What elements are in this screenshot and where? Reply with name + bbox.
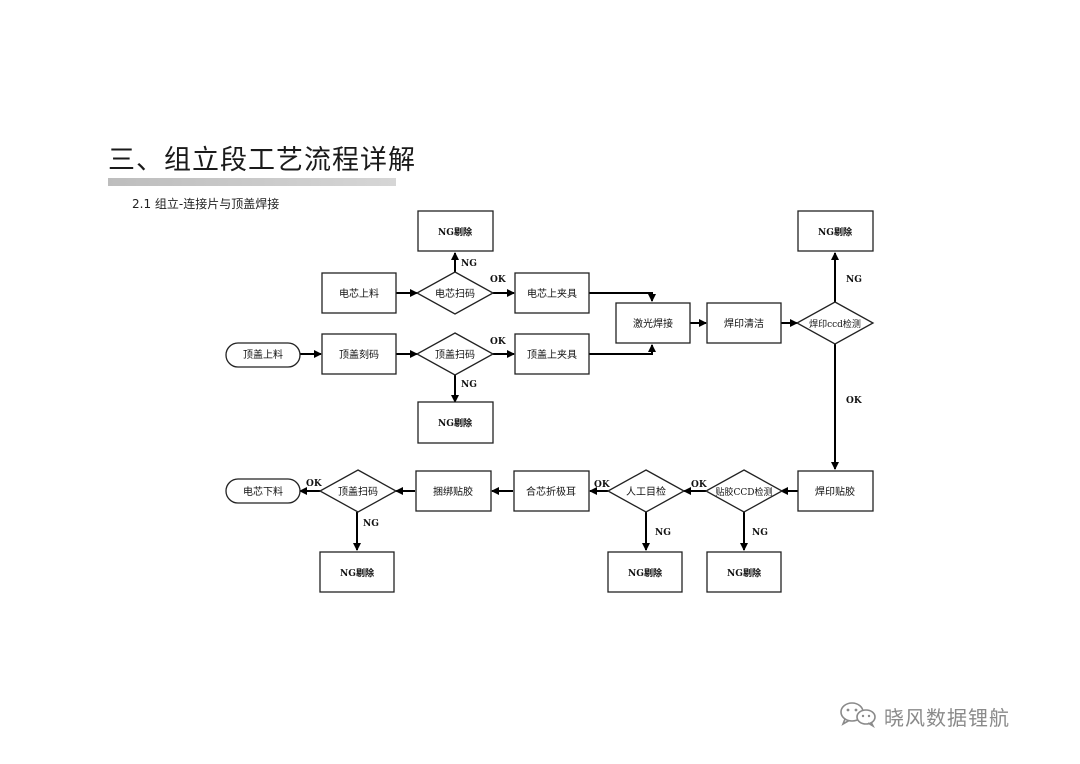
process-box-bind-tape bbox=[415, 470, 492, 512]
edge-cell-fixture-to-laser bbox=[589, 292, 656, 302]
node-label: 焊印ccd检测 bbox=[809, 318, 861, 330]
flow-connectors bbox=[299, 252, 839, 551]
node-label: 电芯上料 bbox=[339, 287, 379, 300]
edge-labels: OK NG OK NG NG OK OK OK OK NG NG NG bbox=[306, 259, 863, 538]
node-label: NG剔除 bbox=[340, 567, 375, 579]
node-label: 贴胶CCD检测 bbox=[716, 486, 773, 498]
decision-tape-ccd bbox=[704, 469, 784, 513]
terminal-cell-unload bbox=[225, 478, 301, 504]
edge-cap-fixture-to-laser bbox=[589, 344, 656, 355]
terminal-cap-load bbox=[225, 342, 301, 368]
decision-cell-scan bbox=[415, 271, 495, 315]
process-box-cap-engrave bbox=[321, 333, 397, 375]
node-label: 顶盖扫码 bbox=[338, 485, 378, 498]
node-label: NG剔除 bbox=[438, 226, 473, 238]
node-label: 电芯扫码 bbox=[435, 287, 475, 300]
process-box-weld-tape bbox=[797, 470, 874, 512]
process-box-cap-fixture bbox=[514, 333, 590, 375]
decision-manual-check bbox=[606, 469, 686, 513]
decision-cap-scan2 bbox=[318, 469, 398, 513]
node-label: 电芯下料 bbox=[243, 485, 283, 498]
process-box-weld-clean bbox=[706, 302, 782, 344]
node-label: NG剔除 bbox=[727, 567, 762, 579]
flow-node-shapes bbox=[225, 210, 875, 593]
process-box-fold-tab bbox=[513, 470, 590, 512]
title-underline-bar bbox=[108, 178, 396, 186]
section-subtitle: 2.1 组立-连接片与顶盖焊接 bbox=[132, 197, 280, 211]
wechat-icon bbox=[838, 700, 878, 732]
ng-reject-box bbox=[417, 210, 494, 252]
account-watermark: 晓风数据锂航 bbox=[838, 700, 1010, 732]
ng-reject-box bbox=[417, 401, 494, 444]
decision-weld-ccd bbox=[795, 301, 875, 345]
node-label: NG剔除 bbox=[818, 226, 853, 238]
edge-label-ng: NG bbox=[363, 519, 379, 529]
node-label: 焊印贴胶 bbox=[815, 485, 855, 498]
node-label: 合芯折极耳 bbox=[526, 485, 576, 498]
decision-cap-scan bbox=[415, 332, 495, 376]
node-label: 人工目检 bbox=[626, 485, 666, 498]
edge-label-ng: NG bbox=[461, 259, 477, 269]
page-title: 三、组立段工艺流程详解 bbox=[108, 145, 416, 176]
watermark-text: 晓风数据锂航 bbox=[884, 705, 1010, 730]
edge-label-ok: OK bbox=[306, 479, 323, 489]
process-box-laser-weld bbox=[615, 302, 691, 344]
ng-reject-box bbox=[706, 551, 782, 593]
node-label: 激光焊接 bbox=[633, 317, 673, 330]
edge-label-ng: NG bbox=[655, 528, 671, 538]
node-label: 顶盖上料 bbox=[243, 348, 283, 361]
edge-label-ok: OK bbox=[691, 480, 708, 490]
node-label: 电芯上夹具 bbox=[527, 287, 577, 300]
node-label: NG剔除 bbox=[438, 417, 473, 429]
ng-reject-box bbox=[607, 551, 683, 593]
edge-label-ok: OK bbox=[490, 275, 507, 285]
process-box-cell-load bbox=[321, 272, 397, 314]
node-label: NG剔除 bbox=[628, 567, 663, 579]
edge-label-ok: OK bbox=[490, 337, 507, 347]
node-label: 顶盖刻码 bbox=[339, 348, 379, 361]
edge-label-ok: OK bbox=[594, 480, 611, 490]
node-label: 捆绑贴胶 bbox=[433, 485, 473, 498]
ng-reject-box bbox=[797, 210, 874, 252]
process-box-cell-fixture bbox=[514, 272, 590, 314]
edge-label-ng: NG bbox=[461, 380, 477, 390]
node-label: 顶盖扫码 bbox=[435, 348, 475, 361]
ng-reject-box bbox=[319, 551, 395, 593]
edge-label-ng: NG bbox=[846, 275, 862, 285]
flow-node-labels: NG剔除 NG剔除 电芯上料 电芯扫码 电芯上夹具 激光焊接 焊印清洁 焊印cc… bbox=[243, 226, 861, 579]
edge-label-ng: NG bbox=[752, 528, 768, 538]
node-label: 顶盖上夹具 bbox=[527, 348, 577, 361]
edge-label-ok: OK bbox=[846, 396, 863, 406]
node-label: 焊印清洁 bbox=[724, 317, 764, 330]
